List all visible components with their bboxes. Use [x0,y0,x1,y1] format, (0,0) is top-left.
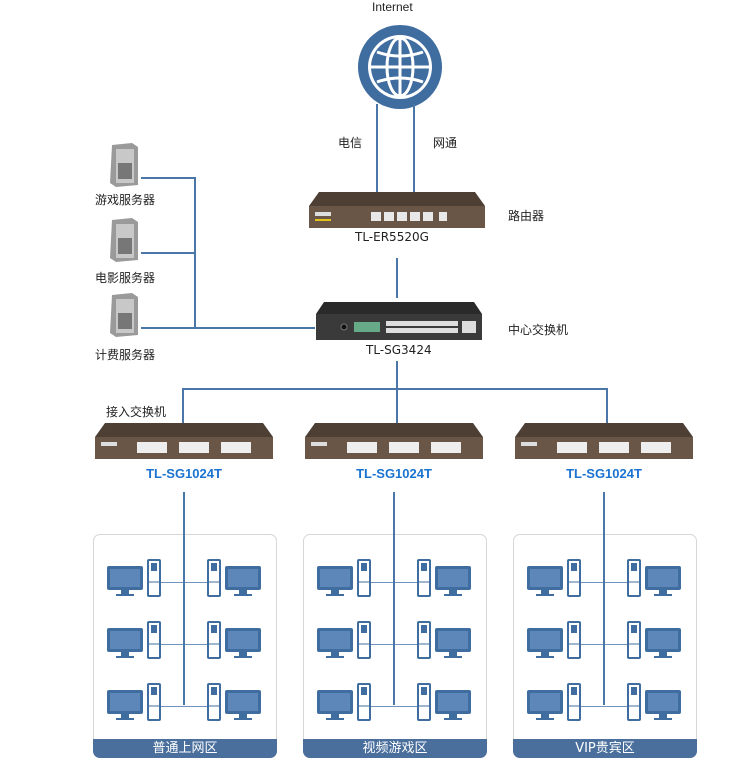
access-switch-device [305,423,483,459]
server-label-movie: 电影服务器 [95,271,156,285]
link-zone-trunk [183,534,185,705]
pc-icon [207,683,261,721]
link-core-down [396,361,398,423]
server-icon [110,293,138,337]
pc-icon [107,683,161,721]
zone-name: VIP贵宾区 [513,739,697,758]
pc-icon [317,621,371,659]
pc-icon [627,683,681,721]
server-icon [110,143,138,187]
pc-icon [627,621,681,659]
server-label-game: 游戏服务器 [95,193,156,207]
access-switch-device [515,423,693,459]
link-server-movie [141,252,195,254]
router-role: 路由器 [508,209,545,223]
access-switch-model: TL-SG1024T [356,466,432,481]
core-switch-model: TL-SG3424 [366,343,432,357]
pc-icon [417,683,471,721]
core-switch-role: 中心交换机 [508,323,569,337]
link-pc-row [581,706,627,707]
router-device [309,192,485,228]
access-switch-device [95,423,273,459]
pc-icon [107,559,161,597]
link-server-game [141,177,195,179]
pc-icon [207,621,261,659]
link-access-1 [182,388,184,423]
link-pc-row [371,706,417,707]
link-unicom [413,104,415,192]
link-label-telecom: 电信 [338,136,363,150]
pc-icon [317,559,371,597]
router-model: TL-ER5520G [355,230,429,244]
pc-icon [317,683,371,721]
link-server-bus [194,177,196,329]
link-zone-trunk [603,534,605,705]
pc-icon [107,621,161,659]
access-switch-label: 接入交换机 [106,405,167,419]
core-switch-device [316,302,482,340]
zone-name: 视频游戏区 [303,739,487,758]
pc-icon [527,683,581,721]
link-access-bus [182,388,608,390]
link-label-unicom: 网通 [433,136,458,150]
pc-icon [417,621,471,659]
access-switch-model: TL-SG1024T [146,466,222,481]
pc-icon [527,559,581,597]
access-switch-model: TL-SG1024T [566,466,642,481]
internet-label: Internet [372,0,413,14]
pc-icon [527,621,581,659]
link-pc-row [161,706,207,707]
link-server-billing [141,327,315,329]
globe-icon [358,25,442,109]
pc-icon [207,559,261,597]
link-zone-trunk [393,534,395,705]
pc-icon [417,559,471,597]
server-icon [110,218,138,262]
pc-icon [627,559,681,597]
server-label-billing: 计费服务器 [95,348,156,362]
link-access-3 [606,388,608,423]
zone-name: 普通上网区 [93,739,277,758]
link-router-core [396,258,398,298]
link-telecom [376,104,378,192]
